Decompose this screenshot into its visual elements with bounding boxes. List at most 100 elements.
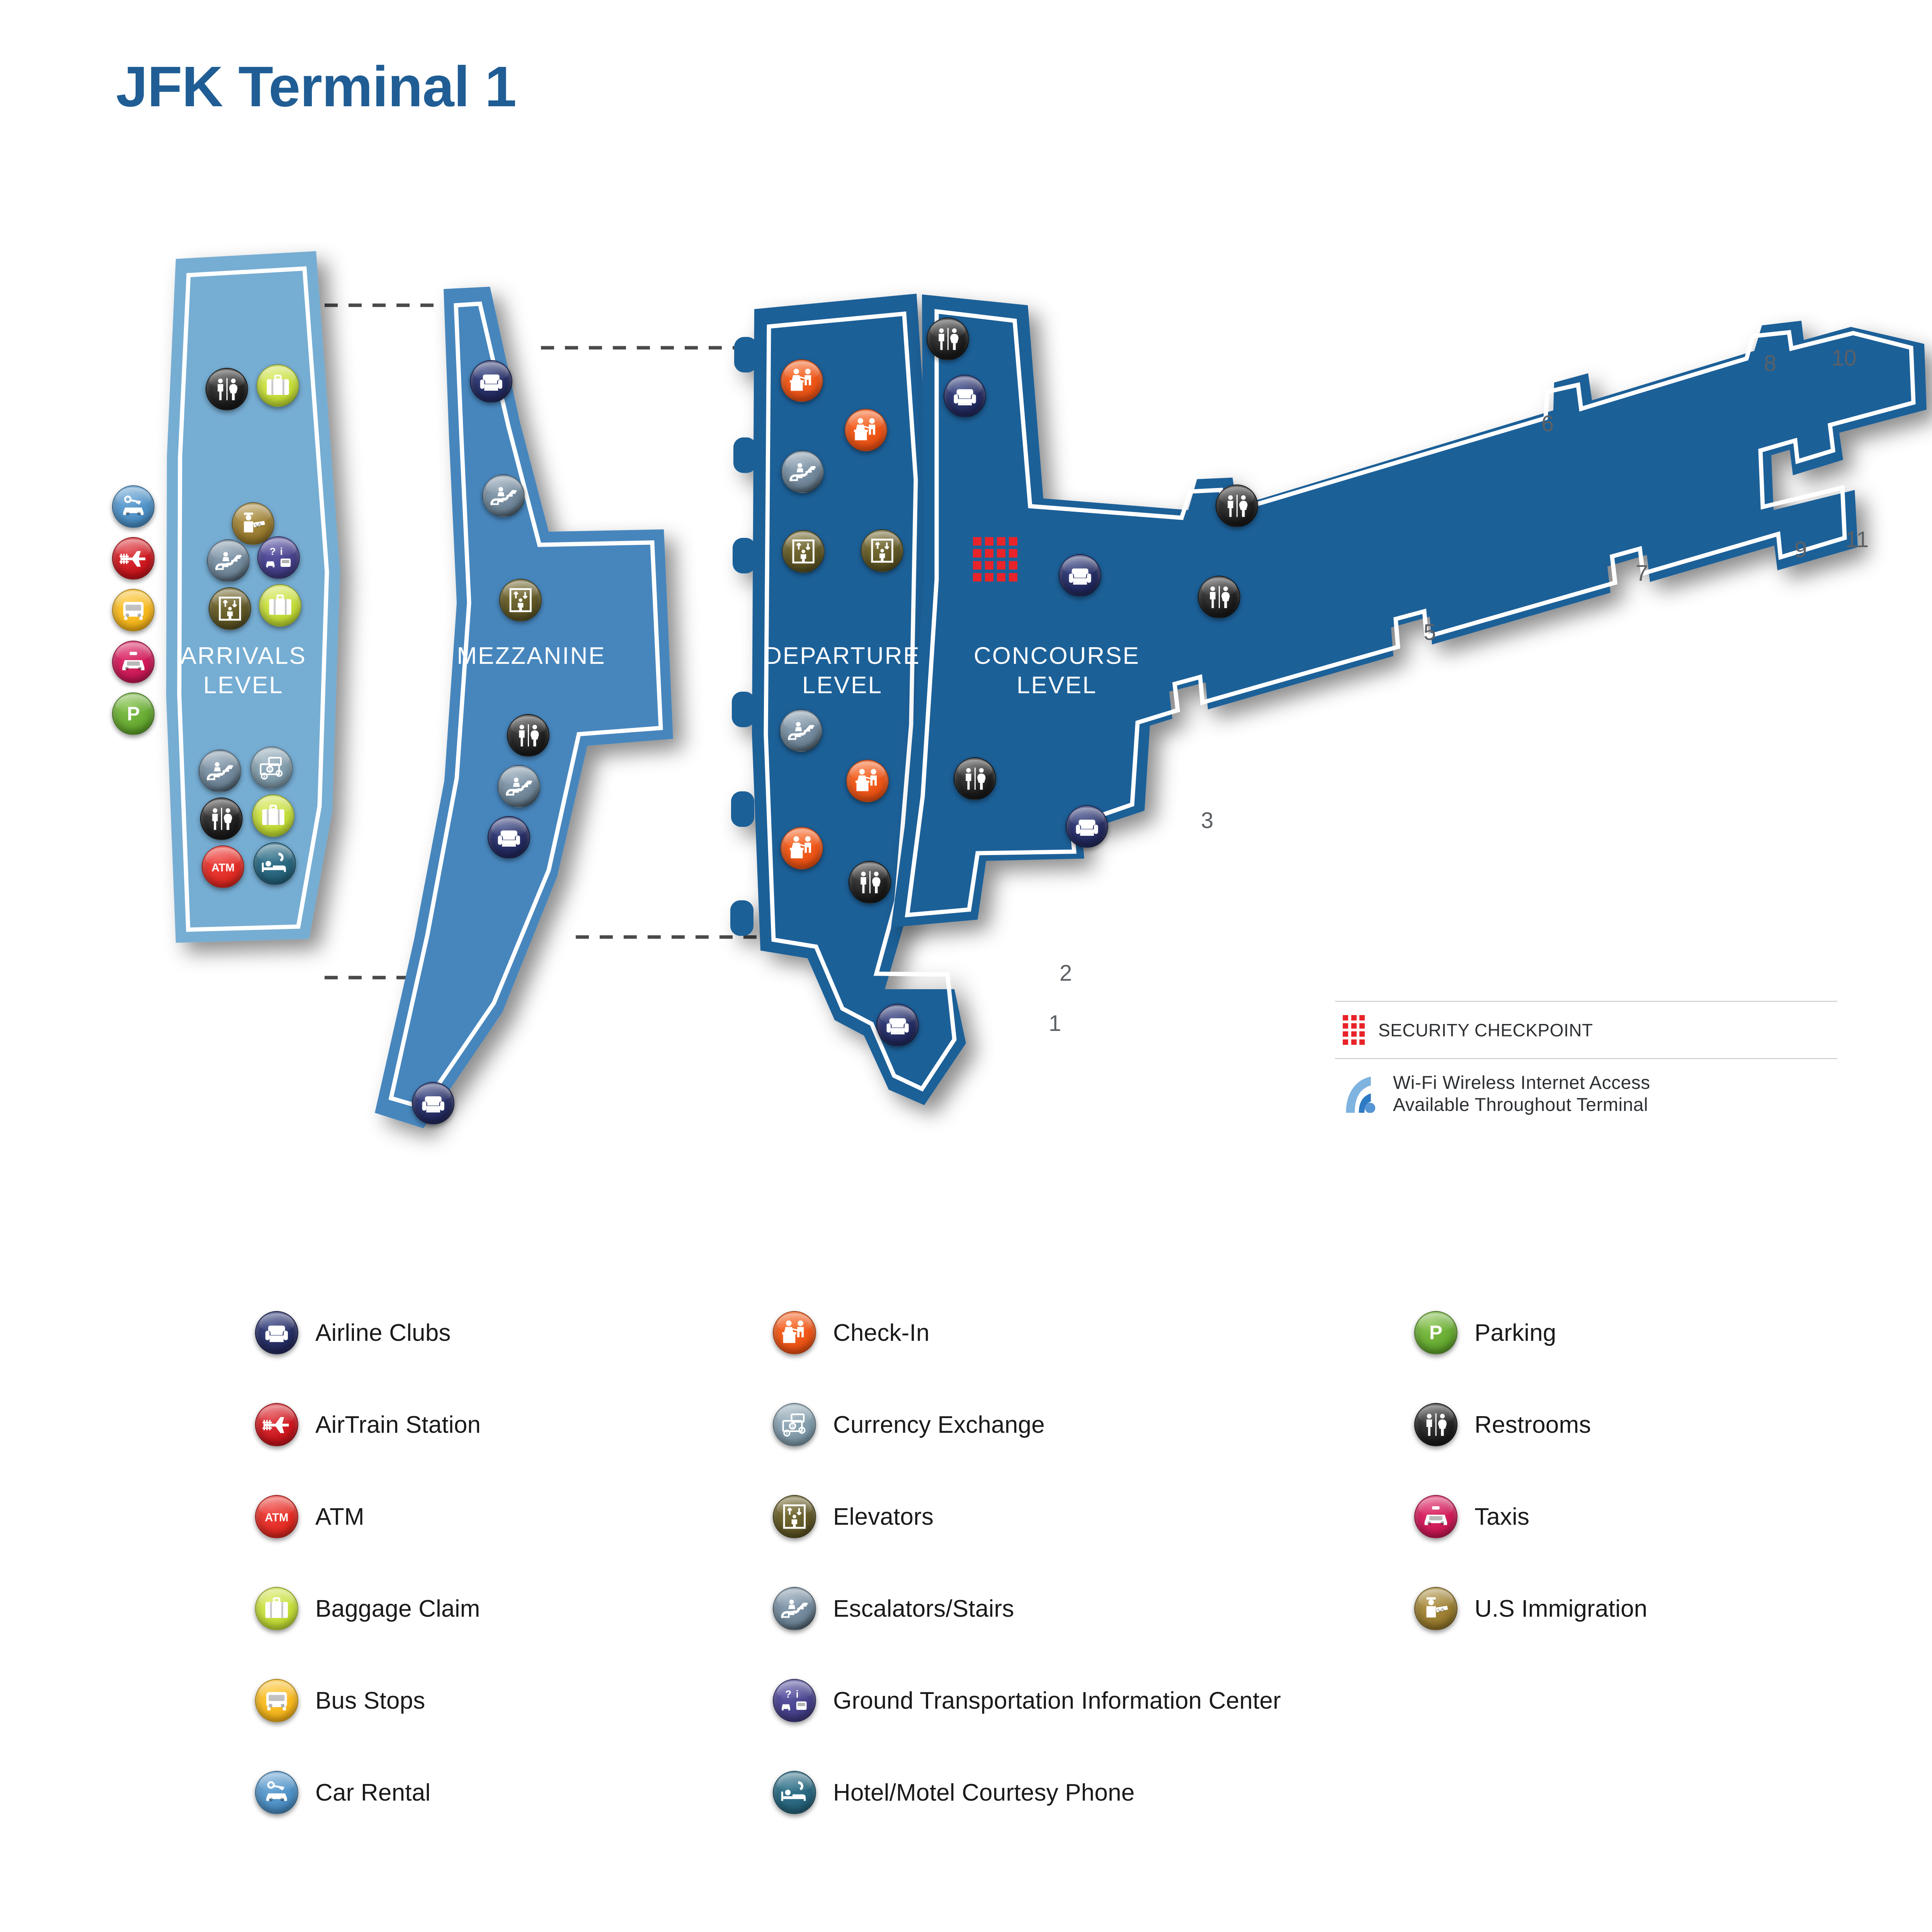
arrivals-suitcase-icon [259,584,301,627]
arrivals-hotel-phone-icon [253,842,296,885]
legend-icon-wrap [1414,1495,1458,1538]
armchair-icon [876,1004,919,1046]
bus-icon [112,589,155,631]
legend-icon-wrap [773,1771,816,1814]
mezzanine-armchair-icon [488,816,530,859]
legend-icon-wrap: P [1414,1311,1458,1354]
elevator-icon [773,1495,816,1538]
mezzanine-escalator-icon [482,474,525,517]
car-key-icon [255,1771,298,1814]
check-in-desk-icon [846,760,889,802]
legend-item: ? i Ground Transportation Information Cent… [773,1655,1281,1747]
legend-icon-wrap [255,1679,298,1722]
legend-item-label: Elevators [833,1503,934,1530]
departure-check-in-desk-icon [781,359,823,402]
departure-elevator-icon [782,530,825,573]
svg-text:¥: ¥ [786,1432,789,1436]
wifi-icon [1343,1076,1383,1113]
parking-p-icon: P [1414,1311,1458,1354]
check-in-desk-icon [773,1311,816,1354]
svg-text:i: i [796,1689,799,1700]
security-checkpoint-label: SECURITY CHECKPOINT [1378,1020,1593,1040]
arrivals-curbside-airplane-rail-icon [112,537,155,580]
legend-item-label: Currency Exchange [833,1411,1045,1438]
legend-item-label: Taxis [1475,1503,1530,1530]
legend-icon-wrap [255,1771,298,1814]
gate-number-9: 9 [1794,537,1807,562]
departure-level-shape [730,294,966,1105]
restroom-icon [507,714,549,757]
svg-text:P: P [1429,1321,1442,1344]
armchair-icon [944,375,986,417]
curbside-door-tabs [730,337,757,936]
armchair-icon [255,1311,298,1354]
currency-exchange-icon: $¥€ [250,747,293,789]
divider [1335,1001,1837,1002]
legend-item-label: Bus Stops [315,1687,425,1714]
armchair-icon [488,816,530,859]
legend-item: Restrooms [1414,1379,1647,1471]
legend-icon-wrap [773,1311,816,1354]
mezzanine-elevator-icon [499,579,542,621]
mezzanine-level-shape [375,287,673,1128]
suitcase-icon [252,794,294,837]
suitcase-icon [257,364,299,407]
concourse-armchair-icon [1066,805,1108,848]
legend-item: Check-In [773,1287,1281,1379]
svg-text:?: ? [269,546,276,557]
parking-p-icon: P [112,692,155,735]
mezzanine-armchair-icon [412,1082,454,1124]
legend-icon-wrap: ATM [255,1495,298,1538]
suitcase-icon [255,1587,298,1630]
legend-icon-wrap [773,1495,816,1538]
legend-icon-wrap [773,1587,816,1630]
divider [1335,1058,1837,1059]
restroom-icon [954,757,996,800]
arrivals-curbside-bus-icon [112,589,155,631]
svg-text:ATM: ATM [265,1512,289,1524]
svg-text:i: i [280,546,283,557]
svg-text:€: € [801,1429,803,1433]
elevator-icon [782,530,825,573]
arrivals-curbside-parking-p-icon: P [112,692,155,735]
armchair-icon [412,1082,454,1124]
restroom-icon [206,368,248,410]
legend-item-label: Ground Transportation Information Center [833,1687,1281,1714]
legend-item: Taxis [1414,1471,1647,1563]
gate-number-6: 6 [1541,411,1554,436]
legend-item-label: Airline Clubs [315,1319,451,1346]
immigration-officer-icon [232,502,274,545]
arrivals-atm-icon: ATM [202,845,244,888]
airplane-rail-icon [112,537,155,580]
legend-icon-wrap [255,1403,298,1446]
airplane-rail-icon [255,1403,298,1446]
legend-item: Hotel/Motel Courtesy Phone [773,1747,1281,1838]
legend-icon-wrap [1414,1403,1458,1446]
elevator-icon [209,587,251,630]
svg-text:$: $ [269,767,271,772]
legend-item-label: ATM [315,1503,364,1530]
svg-text:?: ? [785,1689,791,1700]
gate-number-2: 2 [1060,961,1072,986]
arrivals-restroom-icon [200,798,243,840]
concourse-armchair-icon [944,375,986,417]
legend-item-label: Baggage Claim [315,1595,480,1622]
departure-armchair-icon [876,1004,919,1046]
escalator-icon [773,1587,816,1630]
escalator-icon [780,709,822,752]
restroom-icon [1198,576,1240,618]
restroom-icon [849,861,891,903]
legend-item: Car Rental [255,1747,481,1838]
restroom-icon [927,318,969,360]
arrivals-info-transport-icon: ?i [257,536,300,579]
svg-text:€: € [278,772,280,776]
legend-icon-wrap [255,1311,298,1354]
legend-icon-wrap [255,1587,298,1630]
check-in-desk-icon [845,409,887,451]
restroom-icon [1216,485,1258,527]
currency-exchange-icon: $¥€ [773,1403,816,1446]
